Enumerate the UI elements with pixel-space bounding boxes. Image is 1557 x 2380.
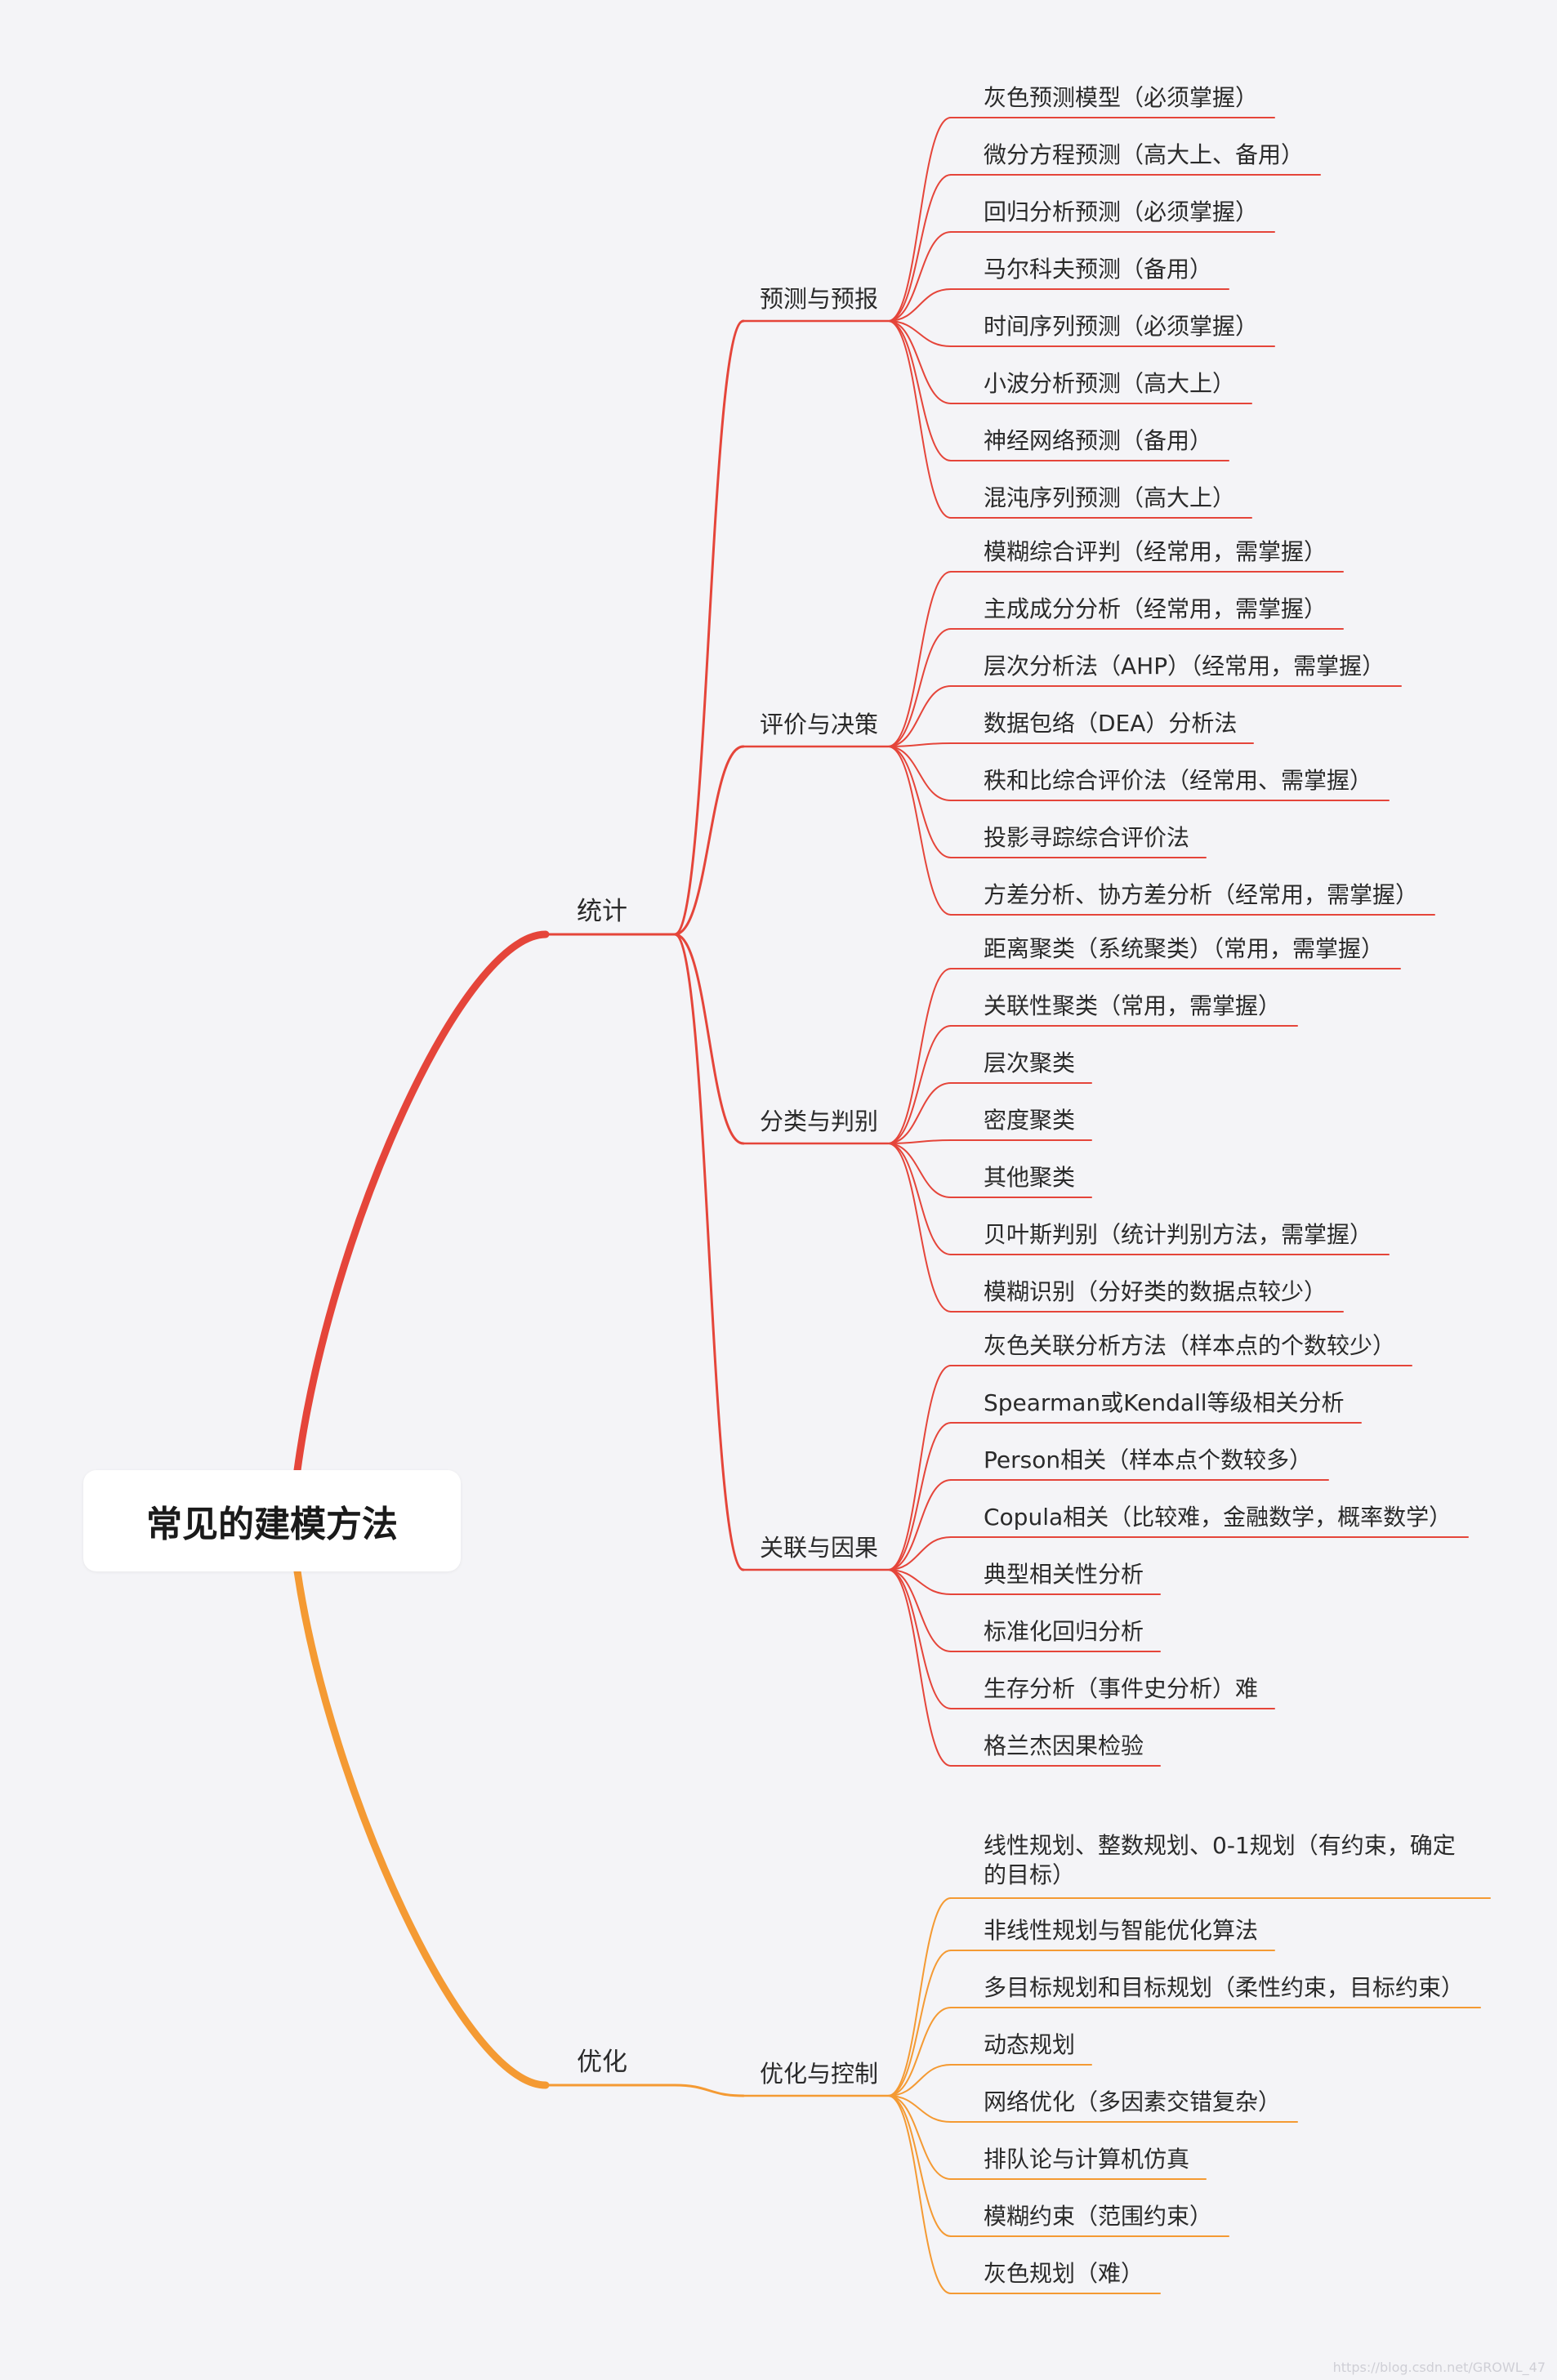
leaf-connector xyxy=(887,1569,952,1652)
leaf-item[interactable]: 模糊约束（范围约束） xyxy=(984,2203,1213,2230)
leaf-item[interactable]: 投影寻踪综合评价法 xyxy=(984,824,1190,851)
watermark-text: https://blog.csdn.net/GROWL_47 xyxy=(1332,2360,1546,2375)
leaf-item[interactable]: 回归分析预测（必须掌握） xyxy=(984,198,1259,225)
leaf-item[interactable]: Spearman或Kendall等级相关分析 xyxy=(984,1389,1345,1416)
leaf-connector xyxy=(887,746,952,916)
leaf-item[interactable]: 混沌序列预测（高大上） xyxy=(984,484,1236,511)
leaf-connector xyxy=(887,1025,952,1144)
leaf-connector xyxy=(887,1365,952,1571)
leaf-item[interactable]: 密度聚类 xyxy=(984,1107,1076,1134)
leaf-item[interactable]: Person相关（样本点个数较多） xyxy=(984,1446,1313,1473)
group-connector xyxy=(673,319,745,936)
leaf-connector xyxy=(887,320,952,461)
leaf-item[interactable]: 秩和比综合评价法（经常用、需掌握） xyxy=(984,767,1373,794)
leaf-connector xyxy=(887,320,952,347)
leaf-item[interactable]: 动态规划 xyxy=(984,2031,1076,2058)
branch-connector xyxy=(293,1567,550,2089)
leaf-connector xyxy=(887,1143,952,1198)
leaf-item[interactable]: 马尔科夫预测（备用） xyxy=(984,256,1213,283)
leaf-connector xyxy=(887,1569,952,1767)
leaf-item[interactable]: 数据包络（DEA）分析法 xyxy=(984,710,1238,737)
leaf-item[interactable]: 神经网络预测（备用） xyxy=(984,427,1213,454)
leaf-item[interactable]: 微分方程预测（高大上、备用） xyxy=(984,141,1305,168)
group-connector xyxy=(673,2084,745,2097)
leaf-item[interactable]: 模糊识别（分好类的数据点较少） xyxy=(984,1278,1327,1305)
leaf-connector xyxy=(887,1143,952,1313)
leaf-item[interactable]: 标准化回归分析 xyxy=(984,1618,1144,1645)
leaf-item[interactable]: 时间序列预测（必须掌握） xyxy=(984,313,1259,340)
leaf-connector xyxy=(887,320,952,519)
leaf-item[interactable]: 其他聚类 xyxy=(984,1164,1076,1191)
leaf-connector xyxy=(887,571,952,747)
leaf-item[interactable]: 格兰杰因果检验 xyxy=(984,1732,1144,1759)
leaf-item[interactable]: 排队论与计算机仿真 xyxy=(984,2146,1190,2173)
leaf-item[interactable]: 距离聚类（系统聚类）（常用，需掌握） xyxy=(984,935,1385,962)
leaf-connector xyxy=(887,968,952,1144)
leaf-connector xyxy=(887,1139,952,1144)
leaf-item[interactable]: 灰色关联分析方法（样本点的个数较少） xyxy=(984,1332,1396,1359)
leaf-connector xyxy=(887,288,952,322)
leaf-item[interactable]: 贝叶斯判别（统计判别方法，需掌握） xyxy=(984,1221,1373,1248)
group-connector xyxy=(673,933,745,1571)
leaf-item[interactable]: 多目标规划和目标规划（柔性约束，目标约束） xyxy=(984,1974,1465,2001)
leaf-connector xyxy=(887,231,952,322)
leaf-item[interactable]: 典型相关性分析 xyxy=(984,1561,1144,1588)
leaf-connector xyxy=(887,2007,952,2097)
leaf-item[interactable]: 小波分析预测（高大上） xyxy=(984,370,1236,397)
leaf-connector xyxy=(887,320,952,404)
group-evaluation[interactable]: 评价与决策 xyxy=(760,711,879,738)
leaf-connector xyxy=(887,1143,952,1255)
leaf-connector xyxy=(887,746,952,801)
topic-statistics[interactable]: 统计 xyxy=(577,897,627,926)
topic-optimization[interactable]: 优化 xyxy=(577,2048,627,2077)
leaf-item[interactable]: 生存分析（事件史分析）难 xyxy=(984,1675,1259,1702)
leaf-connector xyxy=(887,1569,952,1709)
leaf-connector xyxy=(887,2095,952,2123)
leaf-connector xyxy=(887,1897,952,2097)
leaf-connector xyxy=(887,685,952,747)
leaf-item[interactable]: 主成成分分析（经常用，需掌握） xyxy=(984,595,1327,622)
leaf-connector xyxy=(887,117,952,322)
leaf-item[interactable]: 灰色预测模型（必须掌握） xyxy=(984,84,1259,111)
leaf-connector xyxy=(887,2095,952,2237)
leaf-connector xyxy=(887,746,952,858)
root-title: 常见的建模方法 xyxy=(146,1504,398,1545)
group-connector xyxy=(673,745,745,936)
leaf-connector xyxy=(887,174,952,322)
leaf-connector xyxy=(887,1082,952,1144)
group-forecasting[interactable]: 预测与预报 xyxy=(760,285,879,313)
leaf-item[interactable]: 灰色规划（难） xyxy=(984,2260,1144,2287)
leaf-connector xyxy=(887,742,952,747)
leaf-connector xyxy=(887,1479,952,1571)
leaf-item[interactable]: 方差分析、协方差分析（经常用，需掌握） xyxy=(984,881,1419,908)
leaf-connector xyxy=(887,1950,952,2097)
leaf-item[interactable]: 模糊综合评判（经常用，需掌握） xyxy=(984,538,1327,565)
leaf-connector xyxy=(887,1569,952,1595)
leaf-item[interactable]: 层次分析法（AHP）（经常用，需掌握） xyxy=(984,653,1385,680)
root-node[interactable]: 常见的建模方法 xyxy=(83,1470,461,1571)
leaf-connector xyxy=(887,2095,952,2294)
leaf-connector xyxy=(887,2095,952,2180)
leaf-item[interactable]: 关联性聚类（常用，需掌握） xyxy=(984,992,1282,1019)
leaf-connector xyxy=(887,628,952,747)
group-correlation[interactable]: 关联与因果 xyxy=(760,1534,879,1562)
leaf-item[interactable]: Copula相关（比较难，金融数学，概率数学） xyxy=(984,1504,1452,1531)
group-connector xyxy=(673,933,745,1145)
leaf-item[interactable]: 网络优化（多因素交错复杂） xyxy=(984,2088,1282,2115)
group-classification[interactable]: 分类与判别 xyxy=(760,1108,879,1135)
leaf-connector xyxy=(887,1536,952,1571)
leaf-connector xyxy=(887,2064,952,2097)
leaf-item[interactable]: 线性规划、整数规划、0-1规划（有约束，确定的目标） xyxy=(984,1832,1456,1888)
branch-connector xyxy=(293,930,550,1474)
leaf-connector xyxy=(887,1422,952,1571)
leaf-item[interactable]: 层次聚类 xyxy=(984,1050,1076,1076)
leaf-item[interactable]: 非线性规划与智能优化算法 xyxy=(984,1917,1259,1944)
group-optimization-control[interactable]: 优化与控制 xyxy=(760,2060,879,2088)
